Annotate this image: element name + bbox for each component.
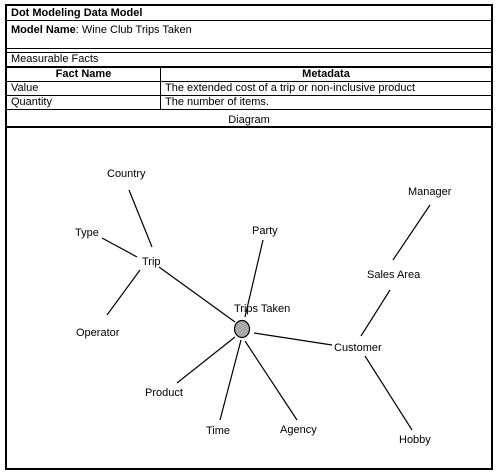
- metadata-cell: The number of items.: [160, 95, 491, 110]
- spacer-row: [7, 49, 491, 53]
- node-party: Party: [252, 225, 278, 237]
- edge-trip-country: [128, 189, 153, 248]
- facts-heading: Measurable Facts: [7, 53, 491, 67]
- diagram-heading: Diagram: [7, 112, 491, 128]
- edge-center-party: [244, 239, 264, 318]
- table-row: Quantity The number of items.: [7, 95, 491, 110]
- facts-table-header: Fact Name Metadata: [7, 67, 491, 82]
- node-hobby: Hobby: [399, 434, 431, 446]
- node-country: Country: [107, 168, 146, 180]
- edge-trip-type: [101, 237, 138, 258]
- fact-name-cell: Value: [7, 81, 161, 96]
- node-agency: Agency: [280, 424, 317, 436]
- edge-center-product: [176, 336, 236, 384]
- node-product: Product: [145, 387, 183, 399]
- edge-center-agency: [244, 340, 298, 421]
- node-type: Type: [75, 227, 99, 239]
- node-trips-taken: Trips Taken: [234, 303, 290, 315]
- metadata-cell: The extended cost of a trip or non-inclu…: [160, 81, 491, 96]
- metadata-header: Metadata: [160, 67, 491, 82]
- facts-table: Fact Name Metadata Value The extended co…: [7, 67, 491, 110]
- node-manager: Manager: [408, 186, 452, 198]
- dot-model-diagram: Trips Taken Country Type Trip Operator P…: [75, 168, 452, 446]
- edge-trip-operator: [106, 269, 141, 316]
- node-sales-area: Sales Area: [367, 269, 421, 281]
- node-customer: Customer: [334, 342, 382, 354]
- node-operator: Operator: [76, 327, 120, 339]
- fact-name-cell: Quantity: [7, 95, 161, 110]
- edge-customer-sales-area: [360, 289, 391, 337]
- model-name-label: Model Name: [11, 24, 76, 36]
- model-name-row: Model Name: Wine Club Trips Taken: [7, 21, 491, 49]
- node-time: Time: [206, 425, 230, 437]
- center-dot: [233, 319, 251, 339]
- fact-name-header: Fact Name: [7, 67, 161, 82]
- table-row: Value The extended cost of a trip or non…: [7, 81, 491, 96]
- edge-center-customer: [253, 332, 333, 346]
- node-trip: Trip: [142, 256, 161, 268]
- model-title: Dot Modeling Data Model: [7, 6, 491, 21]
- data-model-frame: Dot Modeling Data Model Model Name: Wine…: [5, 4, 493, 470]
- edge-center-trip: [158, 266, 236, 323]
- edge-center-time: [219, 339, 242, 421]
- edge-customer-hobby: [364, 355, 413, 431]
- edge-sales-area-manager: [392, 204, 431, 261]
- model-name-value: Wine Club Trips Taken: [81, 24, 192, 36]
